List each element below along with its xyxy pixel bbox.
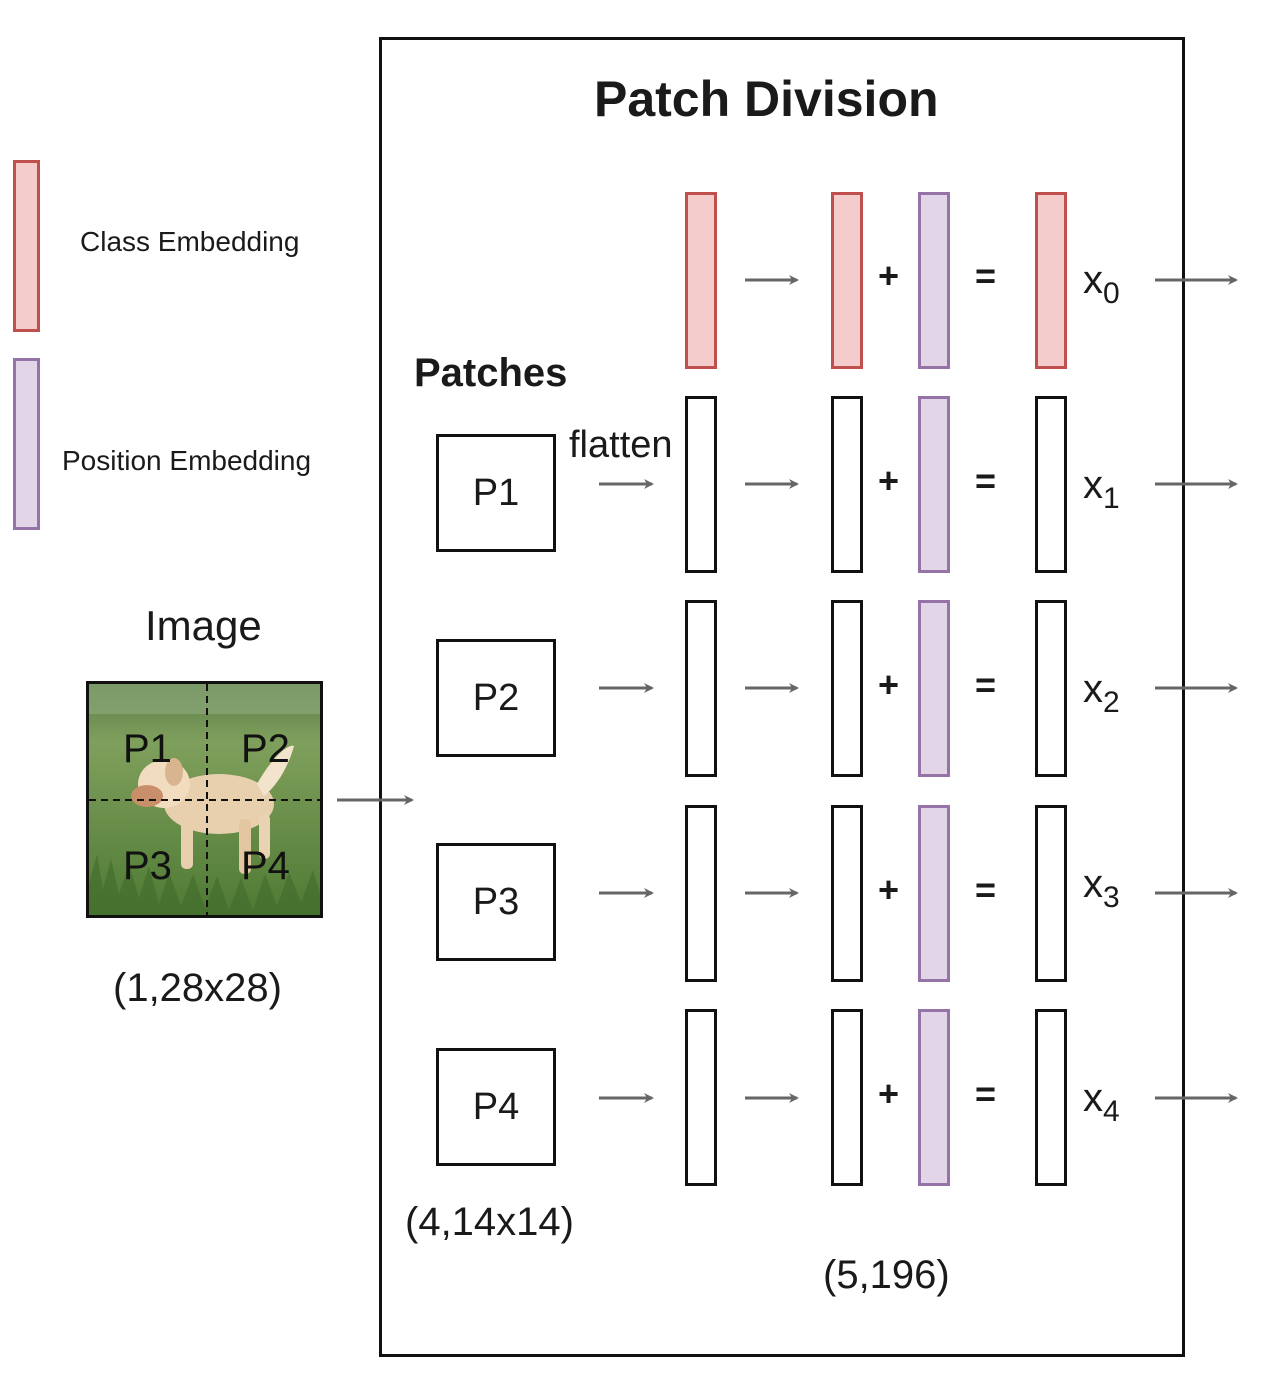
output-label-x0: x0 — [1083, 258, 1120, 310]
patch-box-p2: P2 — [436, 639, 556, 757]
equals-sign: = — [975, 869, 997, 910]
position-embedding-legend-swatch — [13, 358, 40, 530]
equals-sign: = — [975, 664, 997, 705]
flattened-patch-bar — [685, 1009, 717, 1186]
plus-sign: + — [878, 664, 900, 705]
patches-heading: Patches — [414, 351, 568, 395]
image-quadrant-p1: P1 — [123, 727, 172, 771]
patch-embedding-bar — [831, 600, 863, 777]
output-label-x3: x3 — [1083, 862, 1120, 914]
image-title: Image — [145, 602, 262, 649]
class-embedding-legend-swatch — [13, 160, 40, 332]
patch-label: P4 — [472, 1085, 520, 1128]
patch-embedding-bar — [831, 396, 863, 573]
class-embedding-legend-label: Class Embedding — [80, 226, 300, 257]
patch-box-p3: P3 — [436, 843, 556, 961]
image-quadrant-p2: P2 — [241, 727, 290, 771]
flattened-patch-bar — [685, 600, 717, 777]
patch-box-p4: P4 — [436, 1048, 556, 1166]
position-embedding-bar — [918, 805, 950, 982]
output-token-bar — [1035, 192, 1067, 369]
output-token-bar — [1035, 805, 1067, 982]
plus-sign: + — [878, 869, 900, 910]
image-quadrant-p4: P4 — [241, 844, 290, 888]
flattened-patch-bar — [685, 396, 717, 573]
plus-sign: + — [878, 255, 900, 296]
output-label-x2: x2 — [1083, 667, 1120, 719]
equals-sign: = — [975, 460, 997, 501]
position-embedding-bar — [918, 192, 950, 369]
position-embedding-bar — [918, 1009, 950, 1186]
flattened-patch-bar — [685, 805, 717, 982]
class-token-bar — [685, 192, 717, 369]
plus-sign: + — [878, 1073, 900, 1114]
position-embedding-legend-label: Position Embedding — [62, 445, 312, 476]
equals-sign: = — [975, 255, 997, 296]
output-shape-label: (5,196) — [823, 1253, 950, 1297]
equals-sign: = — [975, 1073, 997, 1114]
image-quadrant-p3: P3 — [123, 844, 172, 888]
patch-embedding-bar — [831, 1009, 863, 1186]
patch-label: P2 — [472, 676, 520, 719]
output-label-x4: x4 — [1083, 1076, 1120, 1128]
patch-box-p1: P1 — [436, 434, 556, 552]
class-token-bar-copy — [831, 192, 863, 369]
patch-division-panel — [379, 37, 1185, 1357]
output-token-bar — [1035, 600, 1067, 777]
output-token-bar — [1035, 396, 1067, 573]
dog-image: P1 P2 P3 P4 — [86, 681, 323, 918]
image-shape-label: (1,28x28) — [113, 966, 282, 1010]
patches-shape-label: (4,14x14) — [405, 1200, 574, 1244]
patch-label: P3 — [472, 880, 520, 923]
position-embedding-bar — [918, 396, 950, 573]
patch-embedding-bar — [831, 805, 863, 982]
output-label-x1: x1 — [1083, 463, 1120, 515]
output-token-bar — [1035, 1009, 1067, 1186]
plus-sign: + — [878, 460, 900, 501]
flatten-label: flatten — [569, 424, 673, 466]
position-embedding-bar — [918, 600, 950, 777]
patch-label: P1 — [472, 471, 520, 514]
dog-photo — [89, 684, 320, 915]
panel-title: Patch Division — [594, 71, 939, 127]
dog-shape — [131, 745, 294, 874]
